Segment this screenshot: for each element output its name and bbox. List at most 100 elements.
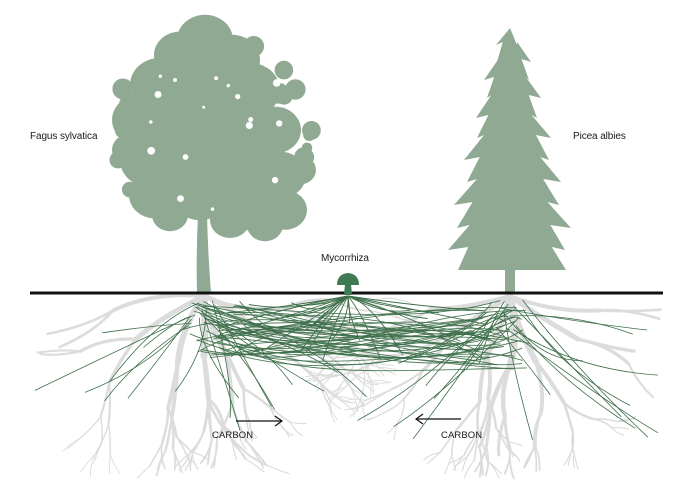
beech-canopy-gap xyxy=(246,122,253,129)
beech-canopy-gap xyxy=(202,106,205,109)
beech-canopy-gap xyxy=(265,64,269,68)
beech-canopy-gap xyxy=(235,94,240,99)
root-branch xyxy=(68,437,82,448)
root-branch xyxy=(477,401,479,433)
root-branch xyxy=(612,428,624,436)
beech-leaf-cluster xyxy=(204,89,216,101)
beech-leaf-cluster xyxy=(188,178,205,195)
root-branch xyxy=(81,454,96,472)
beech-canopy xyxy=(110,15,321,241)
beech-leaf-cluster xyxy=(119,94,139,114)
mycorrhiza-label: Mycorrhiza xyxy=(321,253,369,264)
root-branch xyxy=(509,442,522,446)
spruce-crown xyxy=(448,28,571,270)
beech-leaf-cluster xyxy=(179,75,199,95)
beech-leaf-cluster xyxy=(162,144,181,163)
beech-canopy-lobe xyxy=(247,209,283,241)
root-branch xyxy=(384,399,404,413)
root-branch xyxy=(480,354,487,402)
root-branch xyxy=(330,400,341,409)
beech-canopy-gap xyxy=(214,76,218,80)
beech-leaf-cluster xyxy=(168,177,181,190)
beech-leaf-cluster xyxy=(122,182,138,198)
root-branch xyxy=(109,339,136,382)
root-branch xyxy=(110,454,120,473)
beech-leaf-cluster xyxy=(139,126,150,137)
root-branch xyxy=(601,310,661,311)
beech-leaf-cluster xyxy=(130,151,140,161)
beech-leaf-cluster xyxy=(115,125,128,138)
root-branch xyxy=(456,401,480,430)
beech-leaf-cluster xyxy=(294,147,314,167)
root-branch xyxy=(445,455,452,473)
root-branch xyxy=(368,368,380,376)
beech-leaf-cluster xyxy=(275,61,294,80)
mushroom-cap xyxy=(337,273,359,285)
beech-leaf-cluster xyxy=(207,48,225,66)
mycelium-thread xyxy=(513,330,658,376)
root-branch xyxy=(290,422,306,424)
beech-canopy-gap xyxy=(149,120,152,123)
root-branch xyxy=(505,451,510,473)
root-branch xyxy=(101,382,110,416)
mycelium-thread xyxy=(514,306,622,417)
beech-leaf-cluster xyxy=(163,39,171,47)
mycelium-thread xyxy=(110,303,199,381)
beech-leaf-cluster xyxy=(213,214,228,229)
root-branch xyxy=(244,389,246,414)
beech-leaf-cluster xyxy=(198,168,209,179)
beech-leaf-cluster xyxy=(176,46,191,61)
beech-canopy-gap xyxy=(227,84,230,87)
beech-canopy-gap xyxy=(173,78,177,82)
beech-canopy-gap xyxy=(177,195,184,202)
root-branch xyxy=(90,454,95,477)
root-branch xyxy=(366,390,391,404)
arrow-left-icon xyxy=(416,414,461,424)
beech-leaf-cluster xyxy=(232,38,242,48)
root-branch xyxy=(192,452,198,469)
root-branch xyxy=(172,415,173,449)
beech-leaf-cluster xyxy=(110,152,127,169)
beech-leaf-cluster xyxy=(246,101,263,118)
beech-canopy-gap xyxy=(272,177,278,183)
root-branch xyxy=(628,364,653,398)
beech-leaf-cluster xyxy=(244,134,265,155)
beech-leaf-cluster xyxy=(151,113,169,131)
mycelium-thread xyxy=(523,309,630,405)
root-branch xyxy=(487,354,490,399)
root-branch xyxy=(612,428,629,429)
carbon-label-right: CARBON xyxy=(441,430,482,441)
beech-canopy-gap xyxy=(273,79,281,87)
beech-leaf-cluster xyxy=(231,192,241,202)
beech-species-label: Fagus sylvatica xyxy=(30,131,97,142)
root-branch xyxy=(101,417,102,444)
carbon-label-left: CARBON xyxy=(212,430,253,441)
root-branch xyxy=(376,363,394,365)
root-branch xyxy=(109,424,111,454)
beech-leaf-cluster xyxy=(224,160,246,182)
root-branch xyxy=(370,378,371,398)
beech-leaf-cluster xyxy=(252,86,263,97)
beech-leaf-cluster xyxy=(280,122,300,142)
beech-trunk xyxy=(197,215,211,293)
beech-canopy-gap xyxy=(159,75,162,78)
beech-tree xyxy=(110,15,321,293)
beech-leaf-cluster xyxy=(243,36,264,57)
beech-canopy-gap xyxy=(155,91,162,98)
beech-leaf-cluster xyxy=(159,202,173,216)
beech-leaf-cluster xyxy=(216,28,231,43)
beech-canopy-gap xyxy=(211,207,214,210)
root-branch xyxy=(193,431,204,453)
root-branch xyxy=(81,417,100,438)
root-branch xyxy=(138,466,151,478)
beech-leaf-cluster xyxy=(249,181,265,197)
mycelium-thread xyxy=(35,316,191,390)
beech-leaf-cluster xyxy=(221,89,235,103)
beech-leaf-cluster xyxy=(164,65,180,81)
root-branch xyxy=(267,465,290,474)
root-branch xyxy=(109,382,110,423)
root-branch xyxy=(452,455,456,470)
beech-canopy-gap xyxy=(147,147,155,155)
root-branch xyxy=(464,460,474,478)
